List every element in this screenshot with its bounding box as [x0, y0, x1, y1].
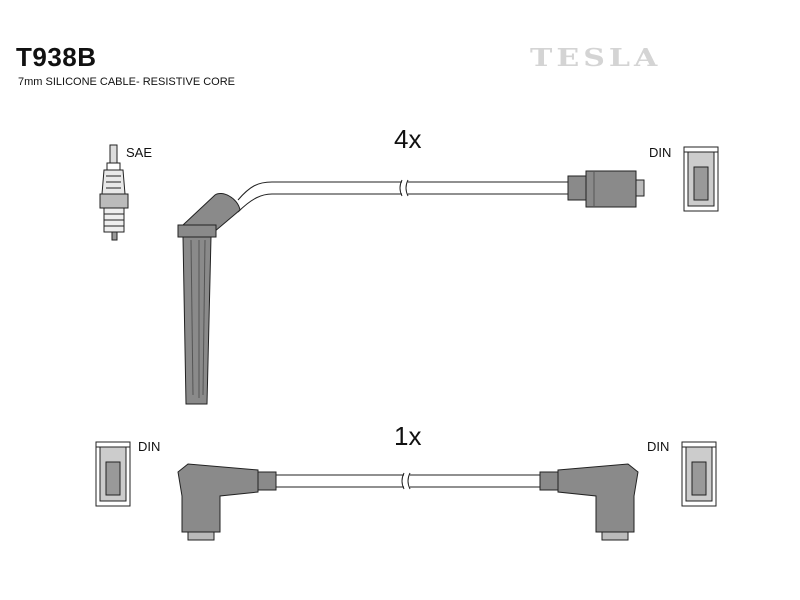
straight-din-boot-top	[567, 170, 645, 208]
din-terminal-icon	[681, 441, 717, 507]
din-label-top-right: DIN	[649, 145, 672, 160]
sae-label: SAE	[126, 145, 153, 160]
spark-plug-icon	[99, 144, 129, 241]
angled-din-boot-right	[539, 463, 639, 541]
top-cable-wire	[272, 179, 568, 197]
part-number: T938B	[16, 42, 97, 72]
bottom-cable-1x	[177, 463, 639, 541]
top-cable-4x	[177, 170, 645, 405]
quantity-top-cable: 4x	[394, 124, 422, 154]
angled-din-boot-left	[177, 463, 277, 541]
angled-spark-plug-boot	[177, 181, 273, 405]
din-terminal-icon	[95, 441, 131, 507]
quantity-bottom-cable: 1x	[394, 421, 422, 451]
din-label-bottom-left: DIN	[138, 439, 161, 454]
din-terminal-icon	[683, 146, 719, 212]
cable-description: 7mm SILICONE CABLE- RESISTIVE CORE	[18, 76, 235, 88]
din-label-bottom-right: DIN	[647, 439, 670, 454]
bottom-cable-wire	[276, 472, 540, 490]
brand-logo: TESLA	[530, 44, 662, 73]
